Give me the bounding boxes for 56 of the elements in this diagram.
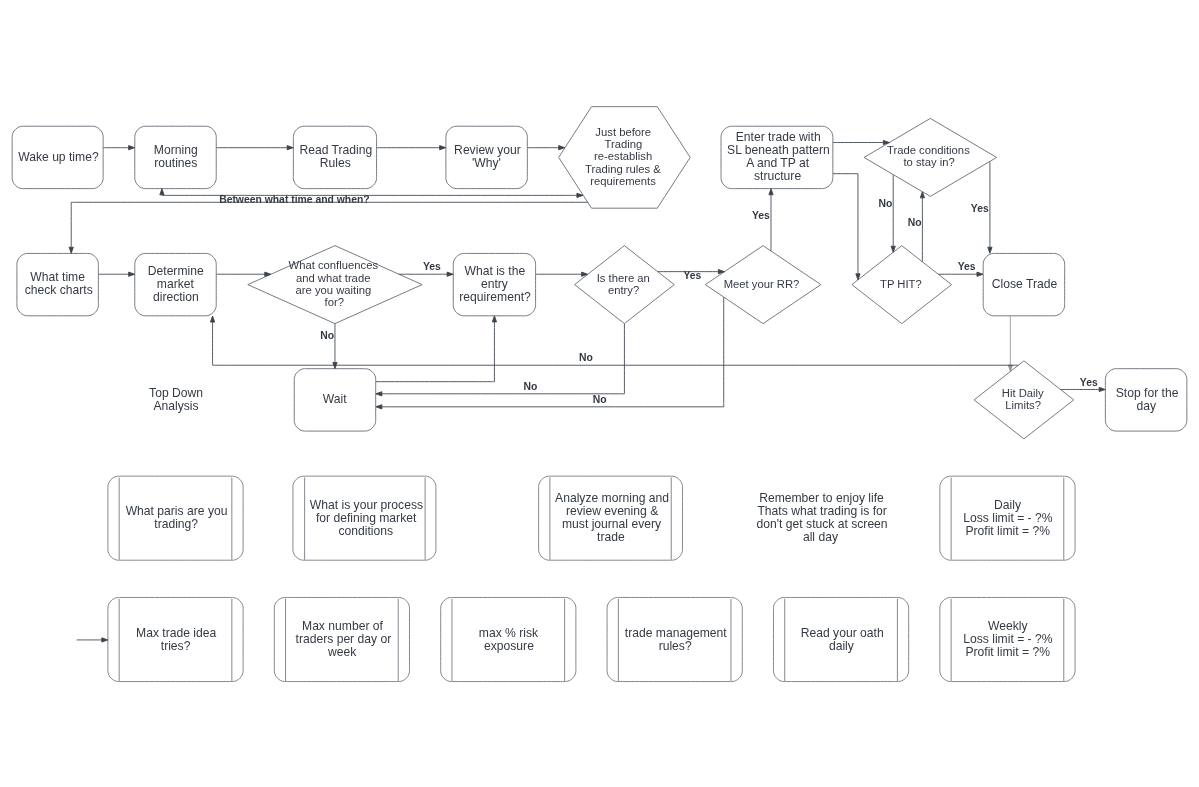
arrow [1060, 386, 1106, 392]
node-box: Close Trade [982, 252, 1066, 316]
arrow [832, 172, 861, 280]
arrow [919, 190, 925, 262]
edge-label: Yes [423, 260, 441, 272]
arrow [68, 201, 589, 254]
edge-label: No [320, 329, 335, 341]
arrow [527, 144, 566, 150]
arrow [937, 271, 984, 277]
arrow [398, 271, 454, 277]
label: Remember to enjoy life Thats what trading is for don't get stuck at screen all day [756, 490, 888, 544]
node-diamond: Meet your RR? [704, 244, 822, 324]
arrow [76, 636, 109, 642]
arrow [375, 322, 625, 396]
edge-label: No [878, 197, 893, 209]
arrow [376, 144, 447, 150]
node-box: Wake up time? [11, 125, 104, 189]
node-diamond: Is there an entry? [574, 244, 675, 324]
edge-label: Between what time and when? [219, 193, 370, 205]
edge-label: Yes [683, 269, 702, 281]
node-diamond: Hit Daily Limits? [973, 359, 1075, 439]
edge-label: Yes [1079, 376, 1098, 388]
node-box: What time check charts [16, 252, 99, 316]
edge-label: No [907, 216, 922, 228]
label: Top Down Analysis [149, 385, 203, 413]
edge-label: No [592, 393, 607, 405]
node-box: Morning routines [134, 125, 217, 189]
node-box: Wait [293, 367, 377, 432]
arrow [159, 187, 584, 198]
edge-label: No [579, 351, 593, 363]
node-box: Stop for the day [1104, 367, 1188, 432]
node-box: What is the entry requirement? [452, 252, 537, 316]
edge-label: Yes [970, 202, 989, 214]
node-box: Read Trading Rules [292, 125, 378, 189]
node-diamond: What confluences and what trade are you waiting for? [247, 244, 423, 324]
arrow [535, 271, 589, 277]
node-box: Review your 'Why' [445, 125, 528, 189]
arrow [102, 144, 136, 150]
arrow [832, 139, 890, 145]
arrow [98, 271, 136, 277]
edge-label: Yes [751, 209, 770, 221]
node-box: Enter trade with SL beneath pattern A and TP at structure [720, 125, 834, 189]
arrow [375, 296, 725, 409]
arrow [216, 271, 272, 277]
arrow [210, 315, 1019, 366]
arrow [216, 144, 294, 150]
edge-label: Yes [957, 260, 976, 272]
arrow [987, 160, 993, 254]
node-box: Determine market direction [134, 252, 217, 316]
arrow [1007, 315, 1013, 372]
arrow [768, 187, 774, 251]
arrow [657, 268, 725, 274]
edge-label: No [523, 380, 538, 392]
arrow [890, 173, 896, 253]
arrow [332, 322, 338, 369]
arrow [375, 314, 497, 382]
